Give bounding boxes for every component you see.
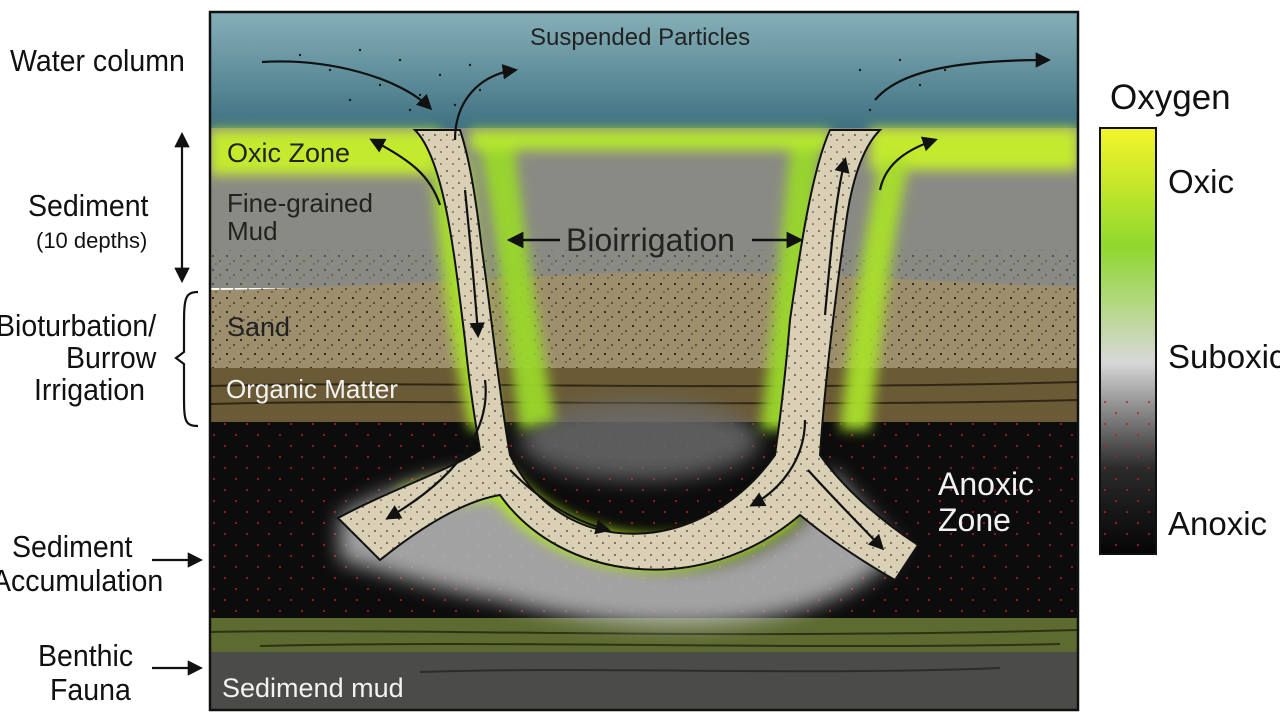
bioturbation-label-line3: Irrigation	[34, 372, 145, 407]
sediment-depths-label: (10 depths)	[36, 228, 148, 253]
water-column-layer	[210, 12, 1078, 132]
benthic-fauna-label-line2: Fauna	[50, 672, 131, 707]
legend-tick-oxic: Oxic	[1168, 163, 1234, 200]
base-mud-layer	[210, 652, 1078, 710]
suspended-particles-label: Suspended Particles	[530, 24, 751, 51]
sediment-accumulation-label-line1: Sediment	[12, 529, 133, 564]
burrow-system	[336, 129, 920, 582]
sediment-accumulation-label-line2: Accumulation	[0, 563, 164, 598]
fine-grained-mud-label-line2: Mud	[227, 216, 278, 246]
bioirrigation-label: Bioirrigation	[566, 222, 735, 258]
oxic-zone-label: Oxic Zone	[227, 138, 351, 168]
benthic-fauna-label-line1: Benthic	[38, 638, 134, 673]
anoxic-zone-label-line1: Anoxic	[938, 466, 1035, 502]
legend-title: Oxygen	[1110, 78, 1231, 117]
organic-matter-label: Organic Matter	[226, 374, 398, 404]
legend-tick-suboxic: Suboxic	[1168, 338, 1280, 375]
bioturbation-label-line1: Bioturbation/	[0, 308, 157, 343]
fine-grained-mud-label-line1: Fine-grained	[227, 188, 373, 218]
sand-label: Sand	[227, 312, 291, 342]
sediment-label: Sediment	[28, 188, 149, 223]
water-column-label: Water column	[10, 43, 185, 78]
bioturbation-label-line2: Burrow	[66, 340, 157, 375]
sediment-cross-section	[210, 12, 1078, 710]
legend-tick-anoxic: Anoxic	[1168, 505, 1268, 542]
sediment-mud-label: Sedimend mud	[222, 673, 404, 703]
anoxic-zone-label-line2: Zone	[938, 502, 1011, 538]
